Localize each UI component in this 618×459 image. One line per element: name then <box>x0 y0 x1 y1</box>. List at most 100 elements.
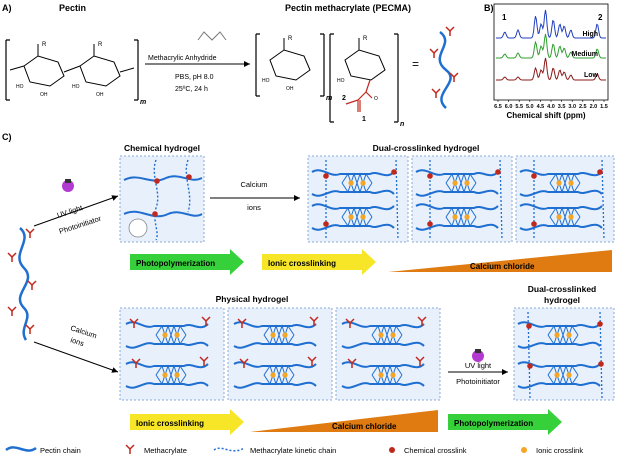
calcium-chloride-wedge-top: Calcium chloride <box>388 250 612 272</box>
dual-hydrogel-bottom-title-1: Dual-crosslinked <box>528 284 597 294</box>
nmr-tick-label: 4.0 <box>547 104 555 110</box>
pecma-peak-2: 2 <box>342 95 346 102</box>
nmr-tick-label: 5.5 <box>515 104 523 110</box>
lightbulb-icon-top <box>62 179 74 192</box>
pecma-ho-1: HO <box>262 78 270 84</box>
nmr-tick-label: 4.5 <box>537 104 545 110</box>
ionic-crosslinking-arrow-top: Ionic crosslinking <box>262 249 376 275</box>
dual-hydrogel-top-box-3 <box>515 155 615 243</box>
panel-a-letter: A) <box>2 3 12 13</box>
pecma-oh-1: OH <box>286 86 294 92</box>
legend-kinetic-chain: Methacrylate kinetic chain <box>250 446 336 455</box>
physical-hydrogel-box-1 <box>119 307 225 401</box>
calcium-label-top: Calcium <box>240 180 267 189</box>
legend-chemical-crosslink-swatch <box>389 447 395 453</box>
nmr-trace-high <box>496 9 606 39</box>
pecma-r-2: R <box>363 36 368 42</box>
photoinitiator-label-bottom: Photoinitiator <box>456 377 500 386</box>
panel-a: A) Pectin Pectin methacrylate (PECMA) R … <box>2 3 459 128</box>
photopolymerization-label-top: Photopolymerization <box>136 259 215 268</box>
nmr-series-medium: Medium <box>572 51 598 58</box>
nmr-spectra-plot <box>493 3 609 101</box>
dual-hydrogel-top-box-1 <box>307 155 409 243</box>
nmr-trace-low <box>496 57 606 81</box>
condition-temp: 25ºC, 24 h <box>175 86 208 93</box>
route-uv-arrow <box>33 195 119 227</box>
pectin-oh-2: OH <box>96 92 104 98</box>
nmr-trace-medium <box>496 33 606 59</box>
ions-label-route: ions <box>69 335 85 348</box>
pectin-r-1: R <box>42 42 47 48</box>
nmr-x-axis-label: Chemical shift (ppm) <box>506 111 585 120</box>
ionic-crosslinking-label-bottom: Ionic crosslinking <box>136 419 204 428</box>
pectin-subscript-m: m <box>140 99 146 106</box>
physical-hydrogel-box-2 <box>227 307 333 401</box>
dual-hydrogel-bottom-title-2: hydrogel <box>544 295 580 305</box>
chemical-hydrogel-title: Chemical hydrogel <box>124 143 200 153</box>
condition-ph: PBS, pH 8.0 <box>175 74 214 81</box>
legend-pectin-chain: Pectin chain <box>40 446 81 455</box>
nmr-tick-label: 3.0 <box>568 104 576 110</box>
physical-hydrogel-box-3 <box>335 307 441 401</box>
nmr-tick-label: 2.0 <box>590 104 598 110</box>
pecma-structure: R R HO OH HO 2 1 O m n <box>255 33 404 128</box>
lightbulb-icon-bottom <box>472 349 484 362</box>
equals-sign: = <box>412 57 419 71</box>
pecma-r-1: R <box>288 36 293 42</box>
pectin-oh-1: OH <box>40 92 48 98</box>
panel-c: C) UV light Photoinitiator Calcium ions … <box>2 132 615 435</box>
nmr-tick-label: 1.5 <box>600 104 608 110</box>
pecma-precursor-chain <box>7 227 37 341</box>
pecma-peak-1: 1 <box>362 116 366 123</box>
nmr-tick-label: 3.5 <box>558 104 566 110</box>
pecma-subscript-n: n <box>400 121 404 128</box>
nmr-tick-label: 6.5 <box>494 104 502 110</box>
methacrylate-group <box>345 79 373 112</box>
calcium-chloride-wedge-bottom: Calcium chloride <box>250 410 438 432</box>
reaction-arrow: Methacrylic Anhydride PBS, pH 8.0 25ºC, … <box>145 31 250 93</box>
legend-chemical-crosslink: Chemical crosslink <box>404 446 467 455</box>
legend-ionic-crosslink: Ionic crosslink <box>536 446 583 455</box>
uv-light-label-top: UV light <box>56 203 85 220</box>
pecma-ho-2: HO <box>337 78 345 84</box>
reagent-label: Methacrylic Anhydride <box>148 55 217 62</box>
ionic-crosslinking-label-top: Ionic crosslinking <box>268 259 336 268</box>
legend-pectin-chain-swatch <box>5 446 37 452</box>
legend-methacrylate: Methacrylate <box>144 446 187 455</box>
calcium-chloride-label-bottom: Calcium chloride <box>332 422 397 431</box>
ionic-crosslinking-arrow-bottom: Ionic crosslinking <box>130 409 244 435</box>
nmr-tick-label: 5.0 <box>526 104 534 110</box>
pectin-title: Pectin <box>59 3 86 13</box>
pectin-ho-1: HO <box>16 84 24 90</box>
calcium-chloride-label-top: Calcium chloride <box>470 262 535 271</box>
dual-hydrogel-top-box-2 <box>411 155 513 243</box>
nmr-tick-label: 6.0 <box>505 104 513 110</box>
uv-light-label-bottom: UV light <box>465 361 492 370</box>
photopolymerization-arrow-bottom: Photopolymerization <box>448 409 562 435</box>
physical-hydrogel-title: Physical hydrogel <box>216 294 289 304</box>
legend-ionic-crosslink-swatch <box>521 447 527 453</box>
panel-c-letter: C) <box>2 132 12 142</box>
nmr-series-high: High <box>582 31 598 38</box>
dual-hydrogel-bottom-box <box>513 307 615 401</box>
photopolymerization-arrow-top: Photopolymerization <box>130 249 244 275</box>
dual-hydrogel-top-title: Dual-crosslinked hydrogel <box>373 143 480 153</box>
pectin-structure: R R OH OH HO HO m <box>5 39 146 106</box>
chemical-hydrogel-box <box>119 155 205 243</box>
pecma-subscript-m: m <box>326 95 332 102</box>
route-calcium-arrow <box>33 341 119 373</box>
panel-b-letter: B) <box>484 3 494 13</box>
legend-kinetic-chain-swatch <box>213 447 245 452</box>
pectin-r-2: R <box>98 42 103 48</box>
pecma-title: Pectin methacrylate (PECMA) <box>285 3 411 13</box>
photopolymerization-label-bottom: Photopolymerization <box>454 419 533 428</box>
pecma-o: O <box>374 96 378 102</box>
nmr-peak-2-label: 2 <box>598 13 603 22</box>
nmr-tick-label: 2.5 <box>579 104 587 110</box>
nmr-series-low: Low <box>584 72 599 79</box>
nmr-peak-1-label: 1 <box>502 13 507 22</box>
legend: Pectin chain Methacrylate Methacrylate k… <box>5 444 583 455</box>
